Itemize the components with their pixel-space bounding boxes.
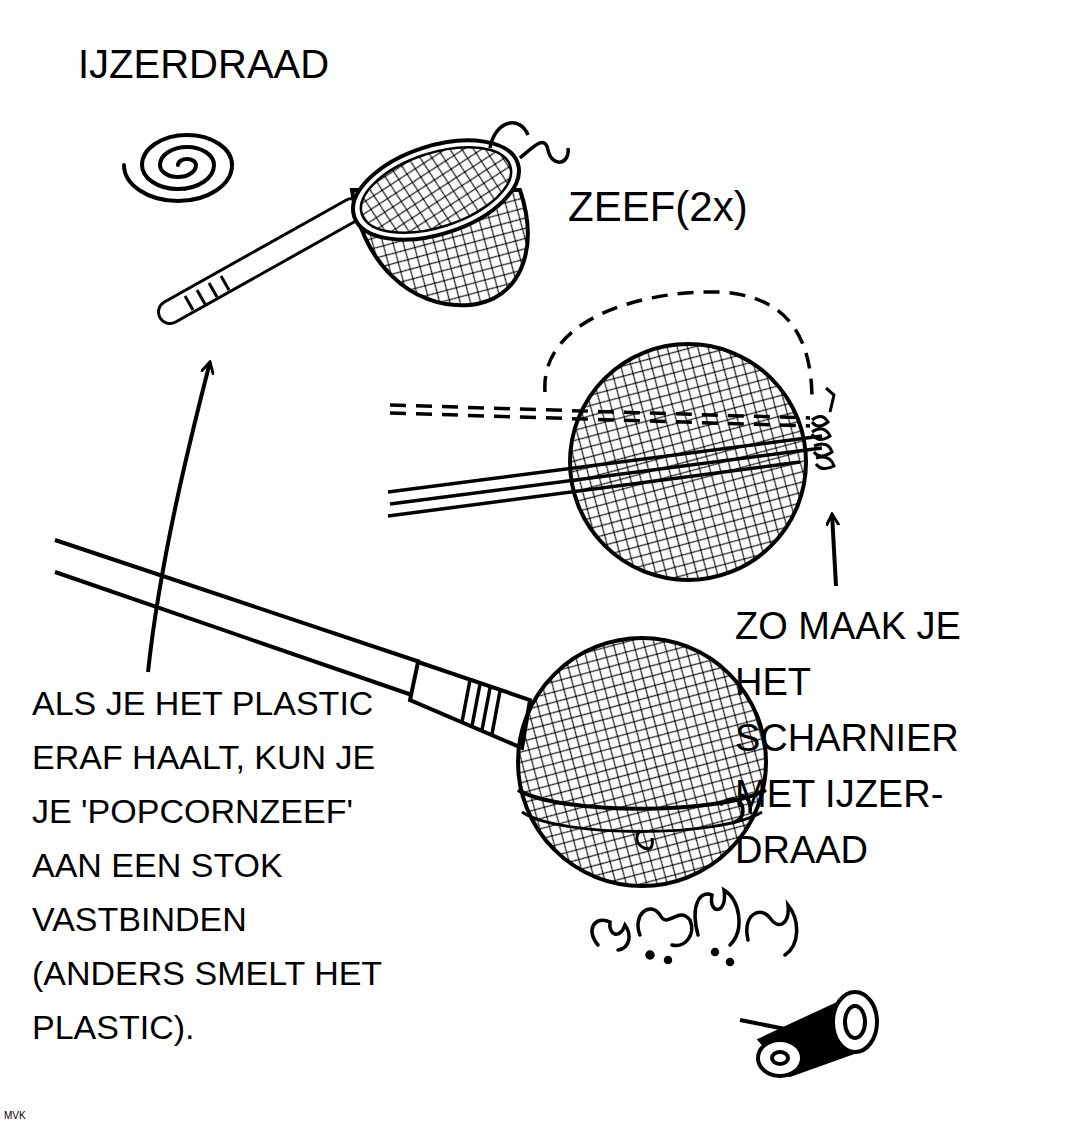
wire-coil [124, 135, 232, 201]
leader-arrow [148, 362, 210, 672]
lighter [740, 992, 877, 1076]
text-spacer [396, 676, 714, 964]
note-text: ALS JE HET PLASTIC ERAF HAALT, KUN JE JE… [32, 684, 382, 1046]
note-text-box: ZO MAAK JE HET SCHARNIER MET IJZER- DRAA… [735, 598, 990, 878]
flames [592, 890, 797, 965]
part-label: IJZERDRAAD [78, 42, 329, 86]
hinge-sieve [388, 292, 834, 580]
part-label: ZEEF(2x) [568, 183, 748, 230]
part-label-box: IJZERDRAAD [78, 40, 329, 88]
watermark: MVK [4, 1110, 26, 1121]
note-text: ZO MAAK JE HET SCHARNIER MET IJZER- DRAA… [735, 605, 961, 871]
note-text-box: ALS JE HET PLASTIC ERAF HAALT, KUN JE JE… [32, 676, 714, 1054]
sieve [170, 122, 568, 312]
leader-arrow [832, 514, 836, 586]
part-label-box: ZEEF(2x) [568, 182, 748, 232]
watermark-box: MVK [4, 1110, 26, 1122]
